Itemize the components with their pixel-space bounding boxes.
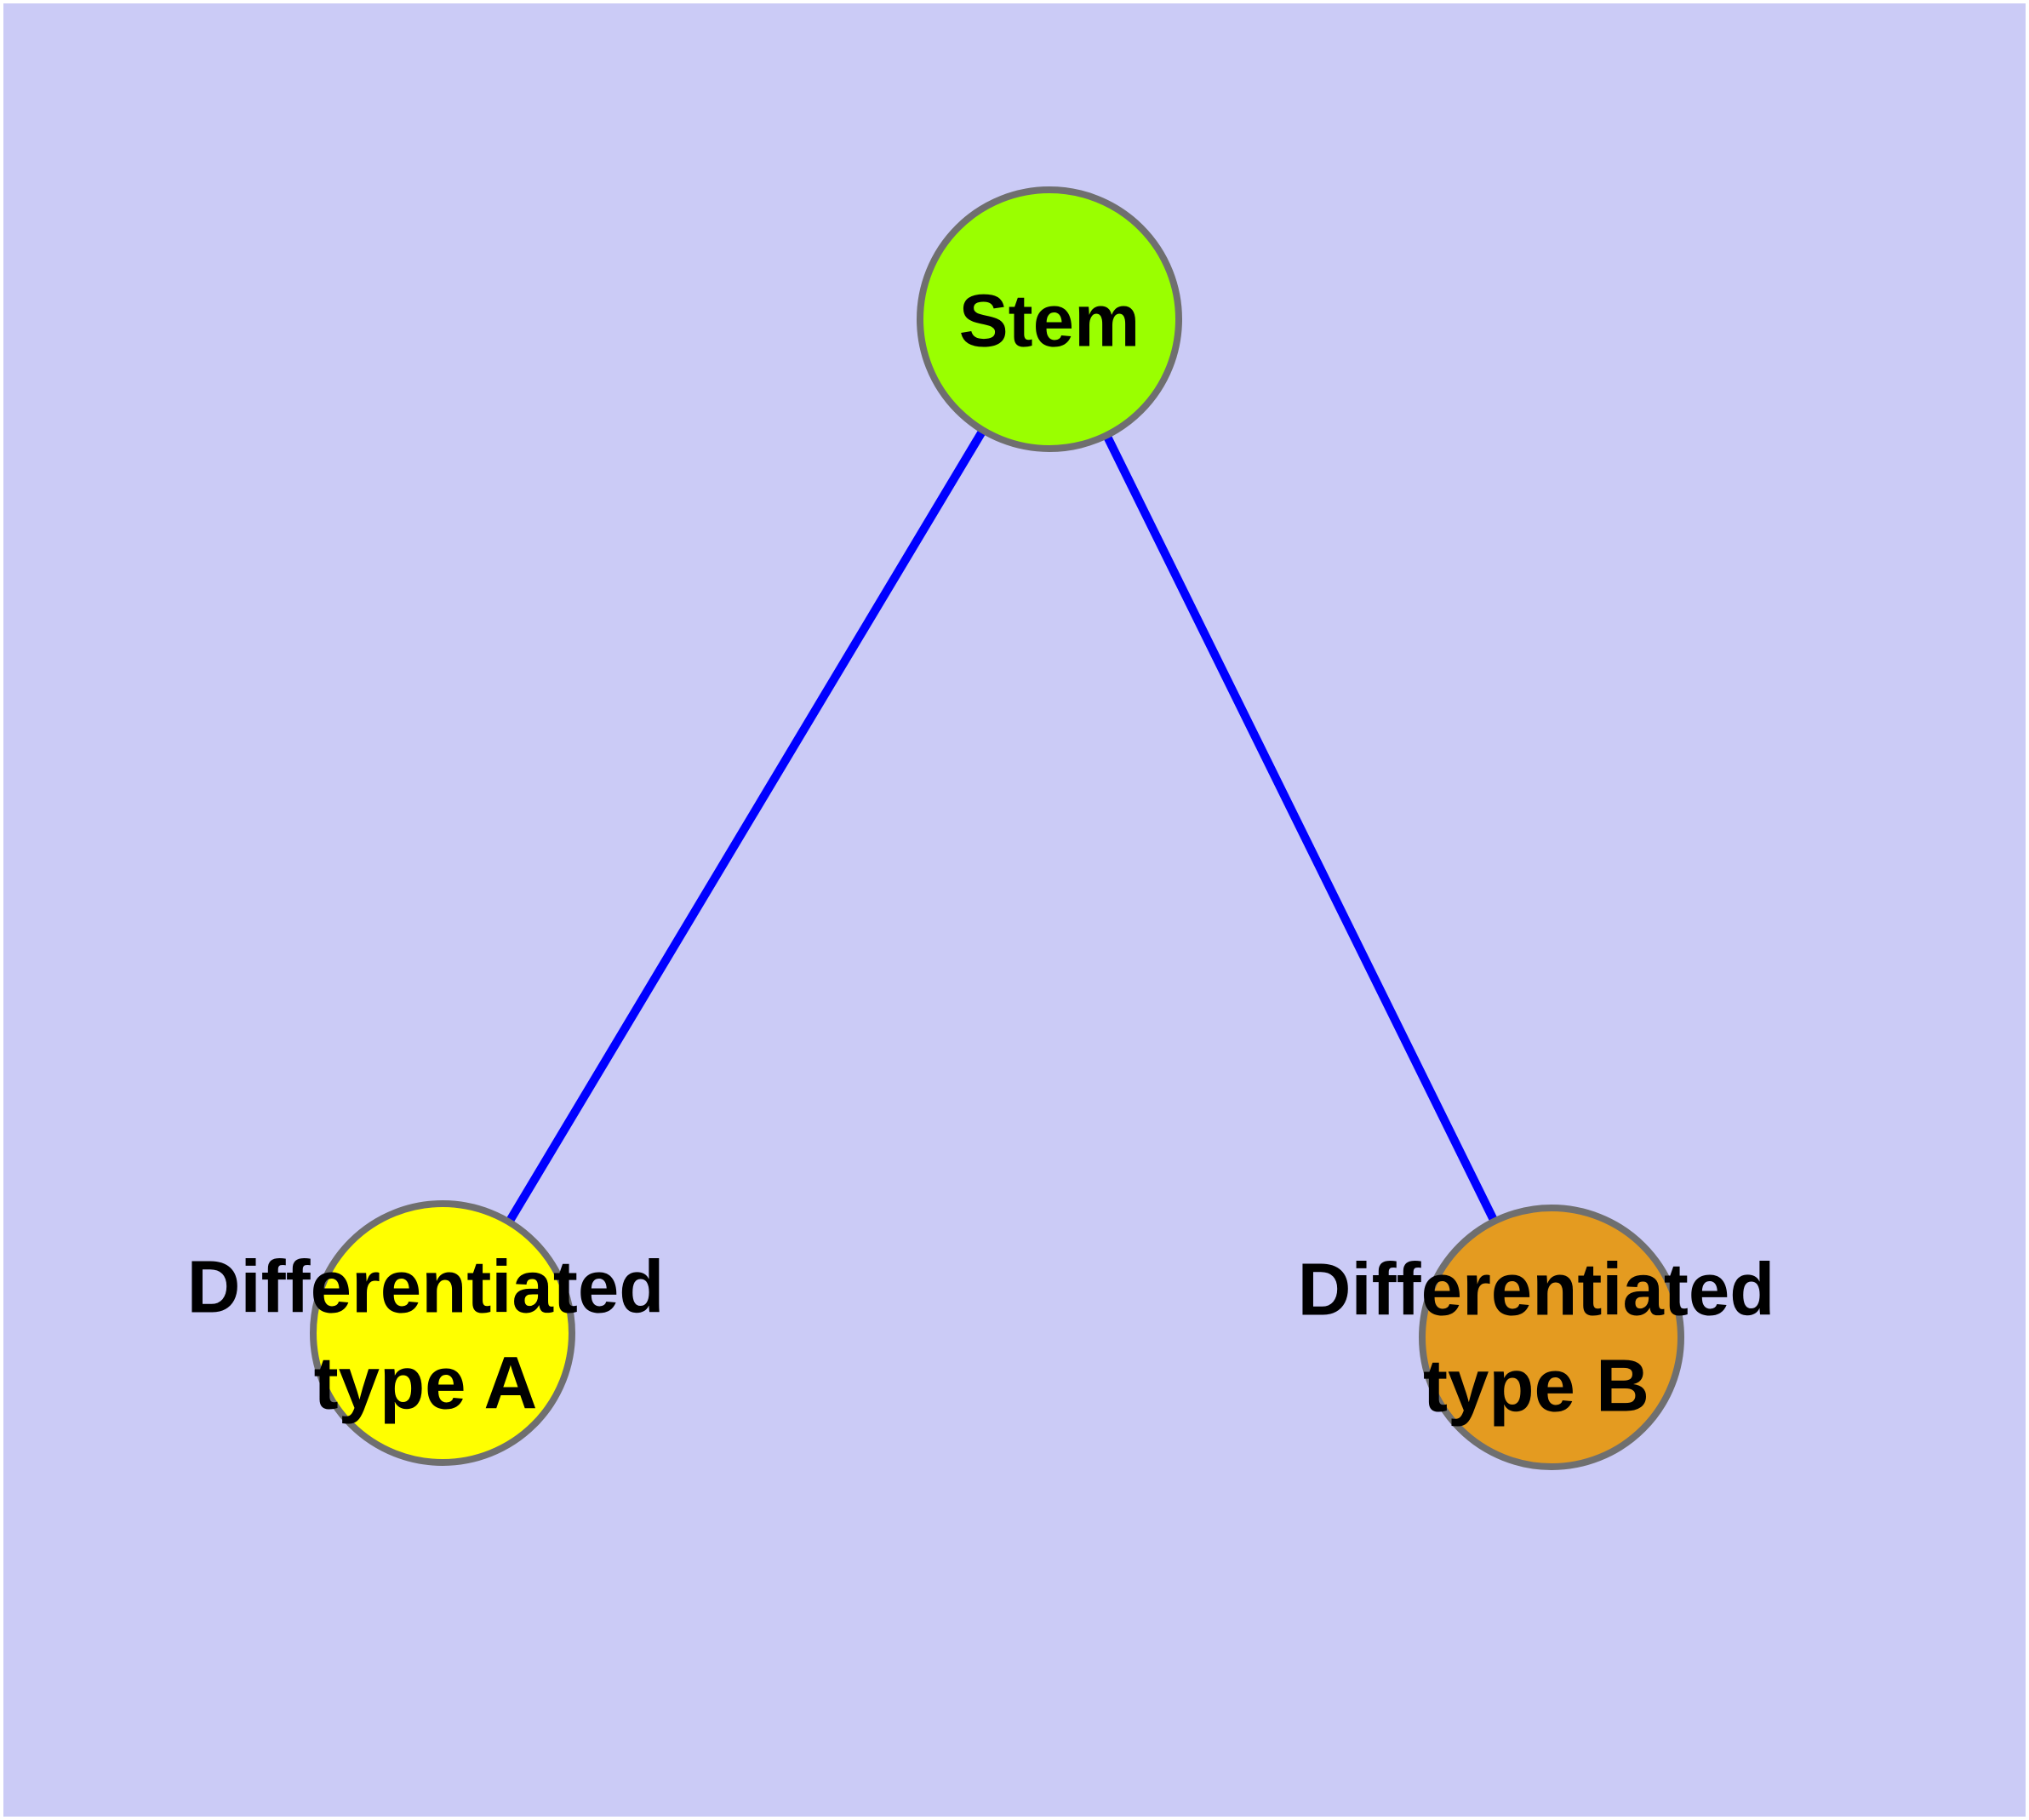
node-type-a-label-line2: type A — [314, 1342, 538, 1425]
node-type-b-label-line1: Differentiated — [1298, 1249, 1775, 1331]
edge-stem-to-type-a — [438, 317, 1054, 1336]
edge-stem-to-type-b — [1045, 317, 1556, 1340]
node-stem[interactable] — [917, 186, 1182, 452]
node-type-b-label-line2: type B — [1423, 1345, 1649, 1428]
node-differentiated-type-b[interactable] — [1419, 1205, 1684, 1470]
node-differentiated-type-a[interactable] — [310, 1200, 575, 1466]
node-stem-label: Stem — [959, 280, 1140, 363]
node-type-a-label-line1: Differentiated — [187, 1246, 665, 1329]
